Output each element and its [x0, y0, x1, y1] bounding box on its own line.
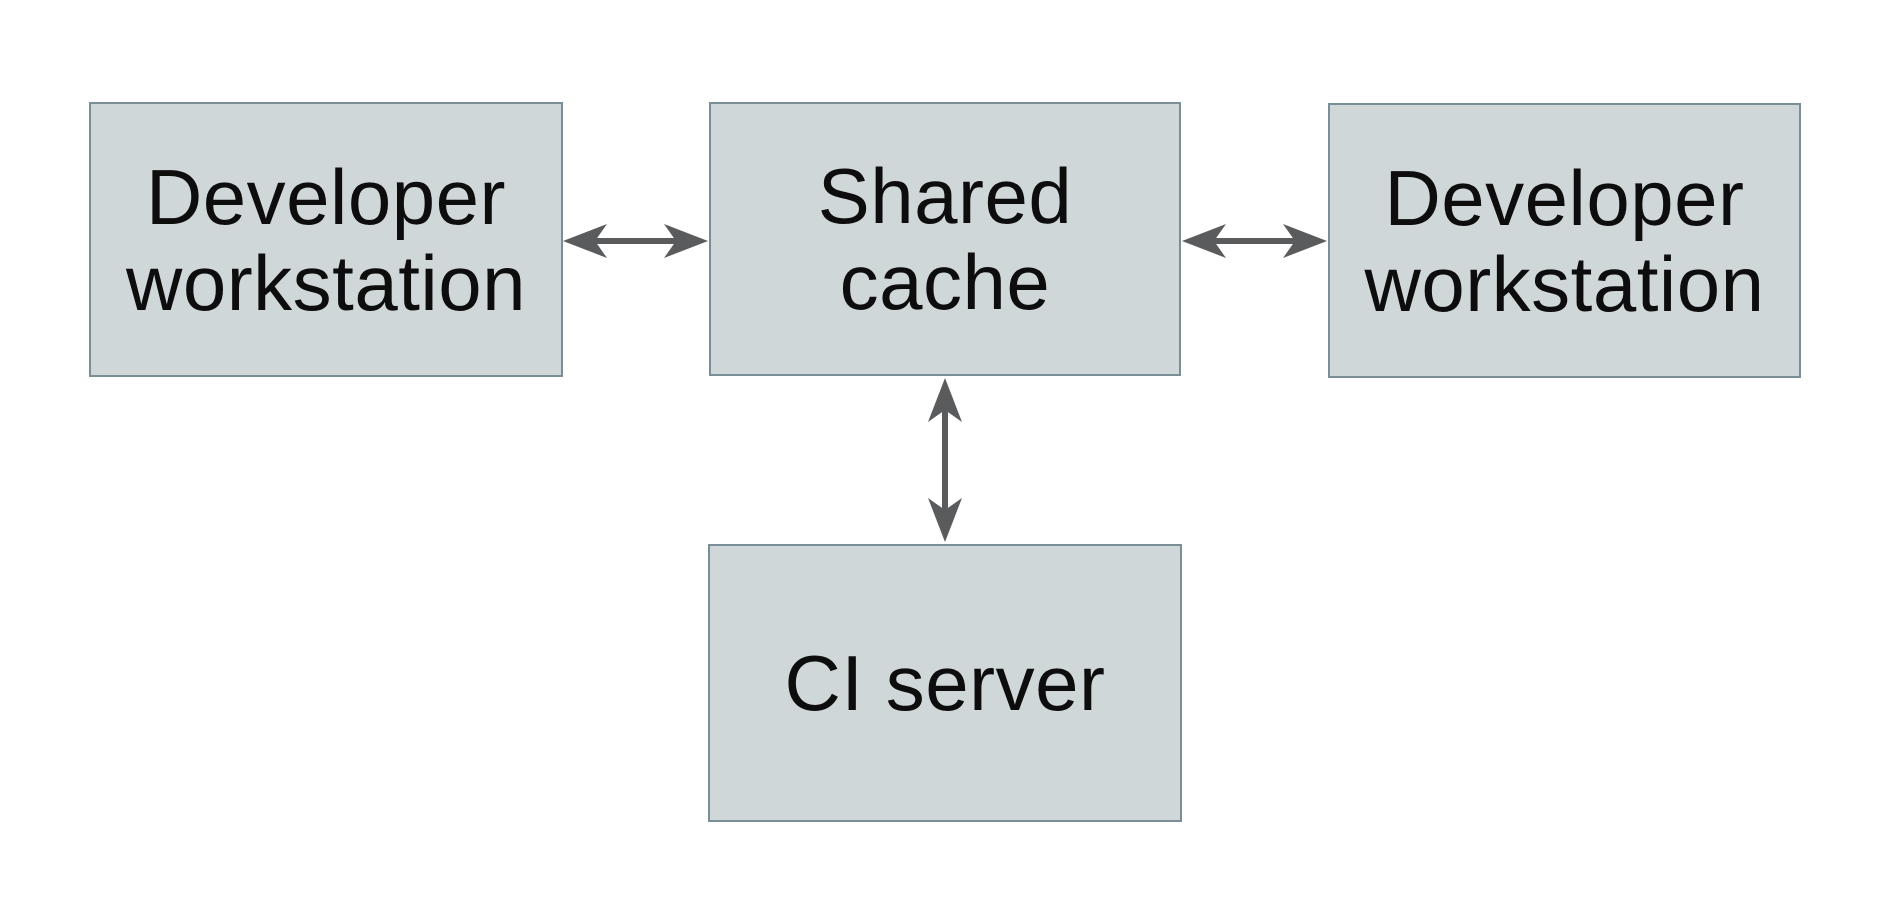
- node-label-line: Shared: [817, 152, 1073, 240]
- node-shared-cache: Shared cache: [709, 102, 1181, 376]
- node-developer-workstation-right: Developer workstation: [1328, 103, 1801, 378]
- node-label-shared-cache: Shared cache: [818, 153, 1073, 325]
- node-label-line: cache: [839, 238, 1051, 326]
- bidirectional-arrow-left-workstation-cache: [563, 224, 708, 258]
- node-label-line: Developer: [145, 152, 507, 241]
- node-label-developer-workstation-left: Developer workstation: [126, 154, 526, 326]
- node-label-line: workstation: [1364, 239, 1765, 328]
- node-label-line: workstation: [126, 238, 526, 327]
- node-label-ci-server: CI server: [785, 640, 1106, 726]
- node-label-line: Developer: [1384, 153, 1745, 242]
- bidirectional-arrow-cache-ci-server: [928, 378, 962, 542]
- bidirectional-arrow-cache-right-workstation: [1182, 224, 1327, 258]
- node-ci-server: CI server: [708, 544, 1182, 822]
- node-developer-workstation-left: Developer workstation: [89, 102, 563, 377]
- node-label-line: CI server: [784, 639, 1106, 727]
- node-label-developer-workstation-right: Developer workstation: [1365, 155, 1765, 327]
